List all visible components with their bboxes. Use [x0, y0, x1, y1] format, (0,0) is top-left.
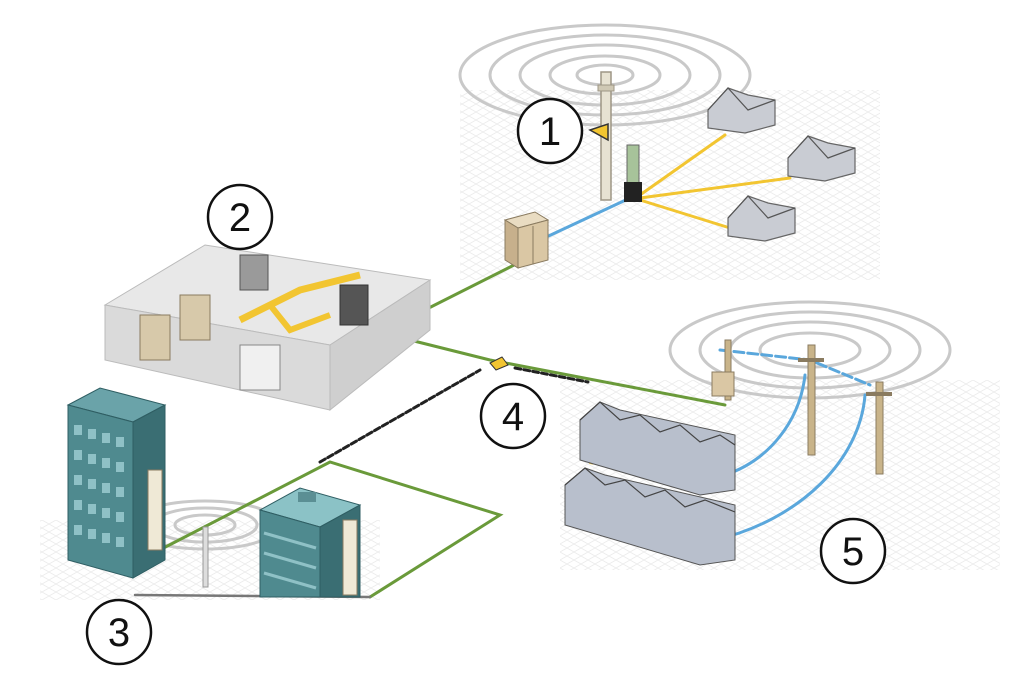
- house-row-top: [579, 401, 736, 496]
- splice-point-icon: [489, 356, 509, 371]
- utility-pole-icon-2: [798, 344, 824, 456]
- house-row-bottom: [564, 467, 736, 566]
- office-building-icon-2: [258, 487, 362, 598]
- svg-text:2: 2: [229, 196, 251, 240]
- radio-tower-icon: [588, 71, 642, 202]
- office-building-icon-1: [66, 387, 167, 579]
- utility-pole-icon-1: [711, 339, 735, 401]
- marker-3: 3: [85, 598, 153, 666]
- svg-text:5: 5: [842, 530, 864, 574]
- house-icon-1: [707, 87, 776, 134]
- svg-text:1: 1: [539, 110, 561, 154]
- marker-1: 1: [516, 97, 584, 165]
- antenna-pole-icon: [202, 526, 209, 588]
- marker-2: 2: [206, 183, 274, 251]
- street-cabinet-icon: [503, 211, 550, 269]
- house-icon-3: [727, 195, 796, 242]
- central-office-icon: [103, 244, 432, 412]
- svg-text:4: 4: [502, 395, 524, 439]
- marker-5: 5: [819, 517, 887, 585]
- svg-text:3: 3: [108, 611, 130, 655]
- house-icon-2: [787, 135, 856, 182]
- utility-pole-icon-3: [866, 381, 892, 475]
- marker-4: 4: [479, 382, 547, 450]
